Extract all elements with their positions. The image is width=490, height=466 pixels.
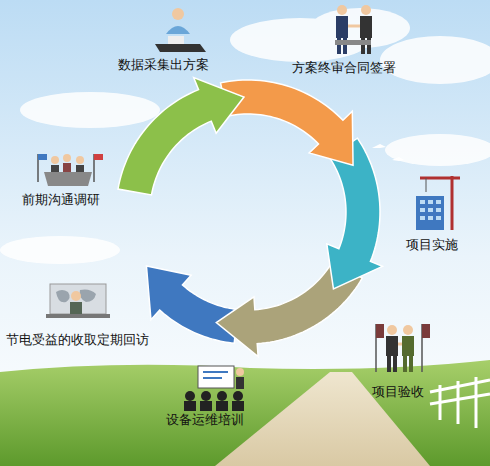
fence bbox=[430, 377, 490, 428]
road bbox=[215, 372, 430, 466]
meeting-icon bbox=[38, 154, 103, 186]
cycle-arrows bbox=[118, 78, 382, 357]
grass bbox=[0, 360, 490, 466]
step-label: 前期沟通调研 bbox=[22, 192, 100, 208]
step-label: 设备运维培训 bbox=[166, 412, 244, 428]
handshake-icon bbox=[335, 5, 372, 54]
training-icon bbox=[184, 366, 244, 411]
cycle-arrow bbox=[118, 78, 244, 195]
construction-icon bbox=[416, 176, 460, 230]
acceptance-icon bbox=[376, 324, 430, 372]
map-presenter-icon bbox=[46, 284, 110, 318]
clouds bbox=[0, 8, 490, 264]
cycle-arrow bbox=[146, 266, 237, 343]
step-label: 节电受益的收取定期回访 bbox=[6, 332, 149, 348]
step-label: 数据采集出方案 bbox=[118, 57, 209, 73]
birds bbox=[372, 144, 404, 161]
step-label: 方案终审合同签署 bbox=[292, 60, 396, 76]
cycle-arrow bbox=[221, 80, 354, 165]
step-label: 项目实施 bbox=[406, 237, 458, 253]
step-label: 项目验收 bbox=[372, 384, 424, 400]
desk-worker-icon bbox=[155, 8, 206, 52]
